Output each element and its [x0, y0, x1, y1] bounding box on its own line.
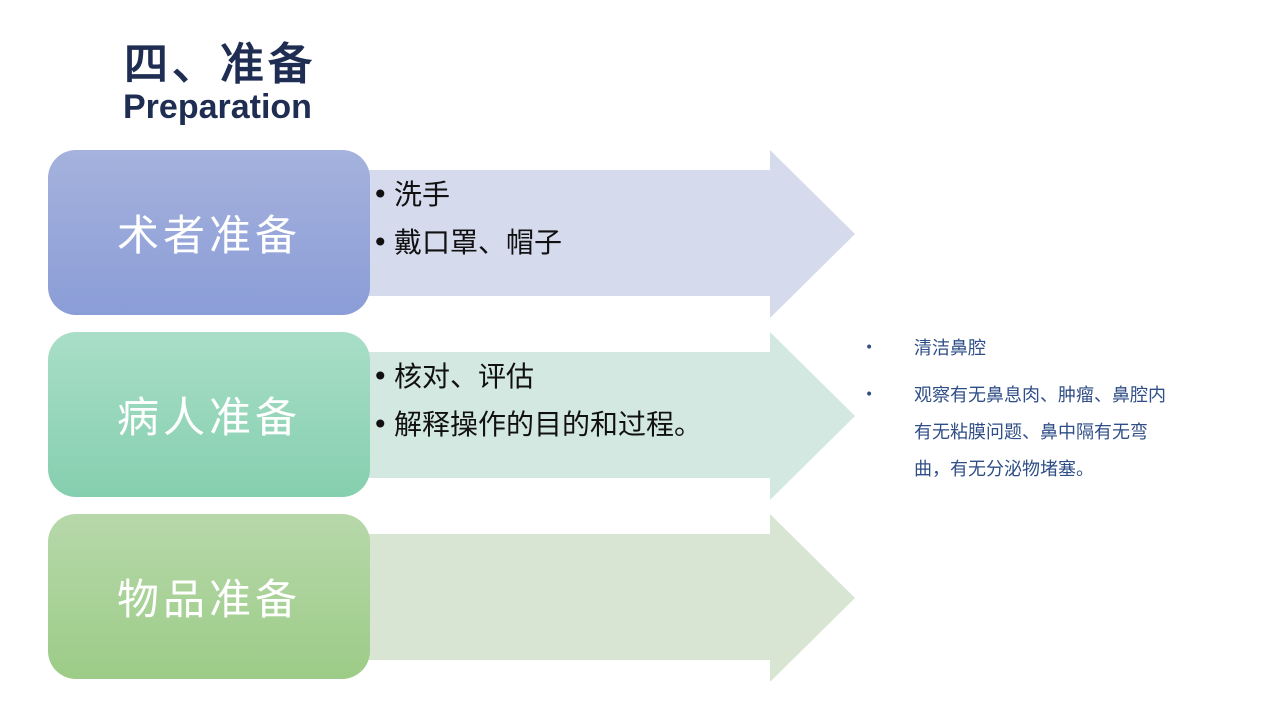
side-notes: • 清洁鼻腔 • 观察有无鼻息肉、肿瘤、鼻腔内有无粘膜问题、鼻中隔有无弯曲，有无分泌…	[862, 330, 1182, 498]
note-text: 观察有无鼻息肉、肿瘤、鼻腔内有无粘膜问题、鼻中隔有无弯曲，有无分泌物堵塞。	[914, 385, 1166, 480]
operator-checklist: •洗手 •戴口罩、帽子	[372, 171, 562, 267]
list-item: •核对、评估	[372, 353, 702, 401]
section-box-patient: 病人准备	[48, 332, 370, 497]
bullet-icon: •	[865, 387, 874, 403]
bullet-icon: •	[372, 226, 389, 259]
list-item-text: 解释操作的目的和过程。	[394, 408, 703, 441]
list-item-text: 核对、评估	[394, 360, 535, 393]
note-text: 清洁鼻腔	[914, 338, 986, 359]
note-item: • 清洁鼻腔	[862, 330, 1182, 367]
list-item: •洗手	[372, 171, 562, 219]
section-arrow-patient	[330, 332, 855, 500]
patient-checklist: •核对、评估 •解释操作的目的和过程。	[372, 353, 702, 449]
bullet-icon: •	[372, 178, 389, 211]
bullet-icon: •	[372, 408, 389, 441]
section-label-supplies: 物品准备	[116, 575, 301, 624]
list-item: •戴口罩、帽子	[372, 219, 562, 267]
bullet-icon: •	[372, 360, 389, 393]
note-item: • 观察有无鼻息肉、肿瘤、鼻腔内有无粘膜问题、鼻中隔有无弯曲，有无分泌物堵塞。	[862, 377, 1182, 488]
section-box-supplies: 物品准备	[48, 514, 370, 679]
section-label-operator: 术者准备	[116, 211, 301, 260]
list-item-text: 洗手	[394, 178, 451, 211]
list-item-text: 戴口罩、帽子	[394, 226, 563, 259]
bullet-icon: •	[865, 340, 874, 356]
section-label-patient: 病人准备	[116, 393, 301, 442]
page-title-english: Preparation	[123, 88, 312, 126]
list-item: •解释操作的目的和过程。	[372, 401, 702, 449]
section-arrow-supplies	[330, 514, 855, 682]
section-arrow-operator	[330, 150, 855, 318]
page-title-chinese: 四、准备	[124, 39, 316, 90]
section-box-operator: 术者准备	[48, 150, 370, 315]
